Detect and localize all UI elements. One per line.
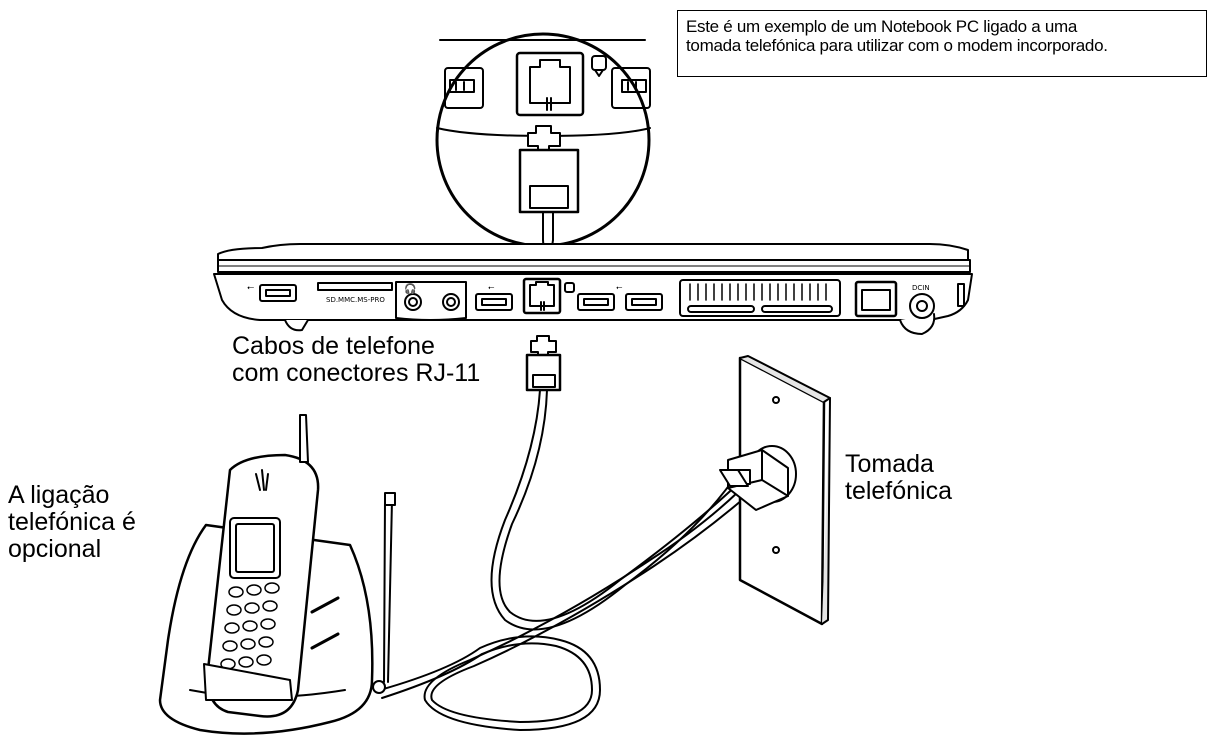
magnified-port-view bbox=[435, 32, 651, 248]
svg-text:🎧: 🎧 bbox=[404, 282, 416, 295]
notebook-side-view: ⭠ SD.MMC.MS-PRO 🎧 ⭠ ⭠ bbox=[213, 243, 973, 335]
svg-text:⭠: ⭠ bbox=[488, 283, 495, 292]
svg-text:⭠: ⭠ bbox=[247, 283, 254, 293]
cables-label-line-1: Cabos de telefone bbox=[232, 332, 435, 360]
phone-label-line-3: opcional bbox=[8, 535, 102, 563]
phone-label-line-1: A ligação bbox=[8, 481, 110, 509]
wall-socket-label-line-2: telefónica bbox=[845, 477, 953, 505]
caption-line-2: tomada telefónica para utilizar com o mo… bbox=[686, 36, 1108, 55]
caption-line-1: Este é um exemplo de um Notebook PC liga… bbox=[686, 17, 1077, 36]
cordless-phone bbox=[158, 414, 396, 735]
dc-label: DCIN bbox=[912, 284, 930, 292]
cables-label: Cabos de telefone com conectores RJ-11 bbox=[232, 333, 480, 387]
wall-socket-label: Tomada telefónica bbox=[845, 451, 952, 505]
wall-socket-label-line-1: Tomada bbox=[845, 450, 934, 478]
phone-optional-label: A ligação telefónica é opcional bbox=[8, 482, 136, 563]
wall-socket bbox=[719, 355, 831, 626]
phone-label-line-2: telefónica é bbox=[8, 508, 136, 536]
svg-text:⭠: ⭠ bbox=[616, 283, 623, 292]
telephone-cable bbox=[379, 389, 743, 731]
caption-box: Este é um exemplo de um Notebook PC liga… bbox=[677, 10, 1207, 77]
rj11-plug bbox=[525, 335, 562, 392]
card-reader-label: SD.MMC.MS-PRO bbox=[326, 296, 385, 304]
cables-label-line-2: com conectores RJ-11 bbox=[232, 359, 481, 387]
